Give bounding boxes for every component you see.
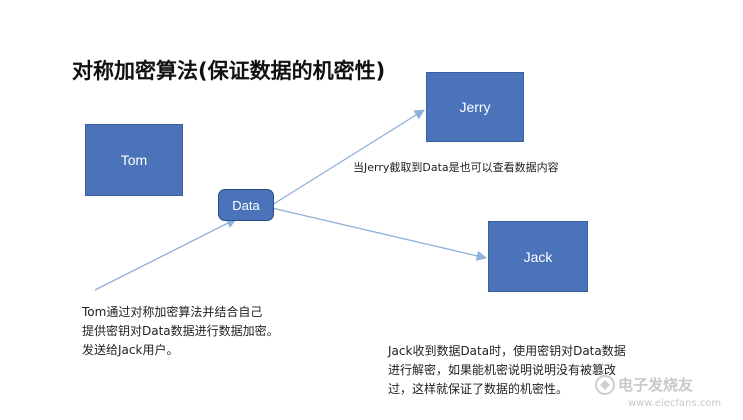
node-tom: Tom: [85, 124, 183, 196]
caption-jerry: 当Jerry截取到Data是也可以查看数据内容: [353, 161, 559, 174]
caption-jack-line: 进行解密，如果能机密说明说明没有被篡改: [388, 363, 617, 377]
caption-jack: Jack收到数据Data时，使用密钥对Data数据 进行解密，如果能机密说明说明…: [388, 342, 626, 399]
page-title: 对称加密算法(保证数据的机密性): [72, 59, 386, 83]
caption-tom-line: Tom通过对称加密算法并结合自己: [82, 305, 263, 319]
caption-jack-line: Jack收到数据Data时，使用密钥对Data数据: [388, 344, 626, 358]
arrow-data-to-tom-caption: [94, 218, 237, 291]
watermark-logo-icon: [595, 375, 615, 395]
node-jerry: Jerry: [426, 72, 524, 142]
watermark-url: www.elecfans.com: [628, 398, 722, 409]
caption-jack-line: 过，这样就保证了数据的机密性。: [388, 382, 569, 396]
watermark-brand: 电子发烧友: [618, 376, 694, 394]
node-jack: Jack: [488, 221, 588, 292]
caption-tom-line: 发送给Jack用户。: [82, 343, 179, 357]
caption-tom: Tom通过对称加密算法并结合自己 提供密钥对Data数据进行数据加密。 发送给J…: [82, 303, 279, 360]
arrow-data-to-jack: [271, 207, 488, 261]
caption-tom-line: 提供密钥对Data数据进行数据加密。: [82, 324, 279, 338]
node-data: Data: [218, 189, 274, 221]
arrow-data-to-jerry: [271, 109, 425, 206]
